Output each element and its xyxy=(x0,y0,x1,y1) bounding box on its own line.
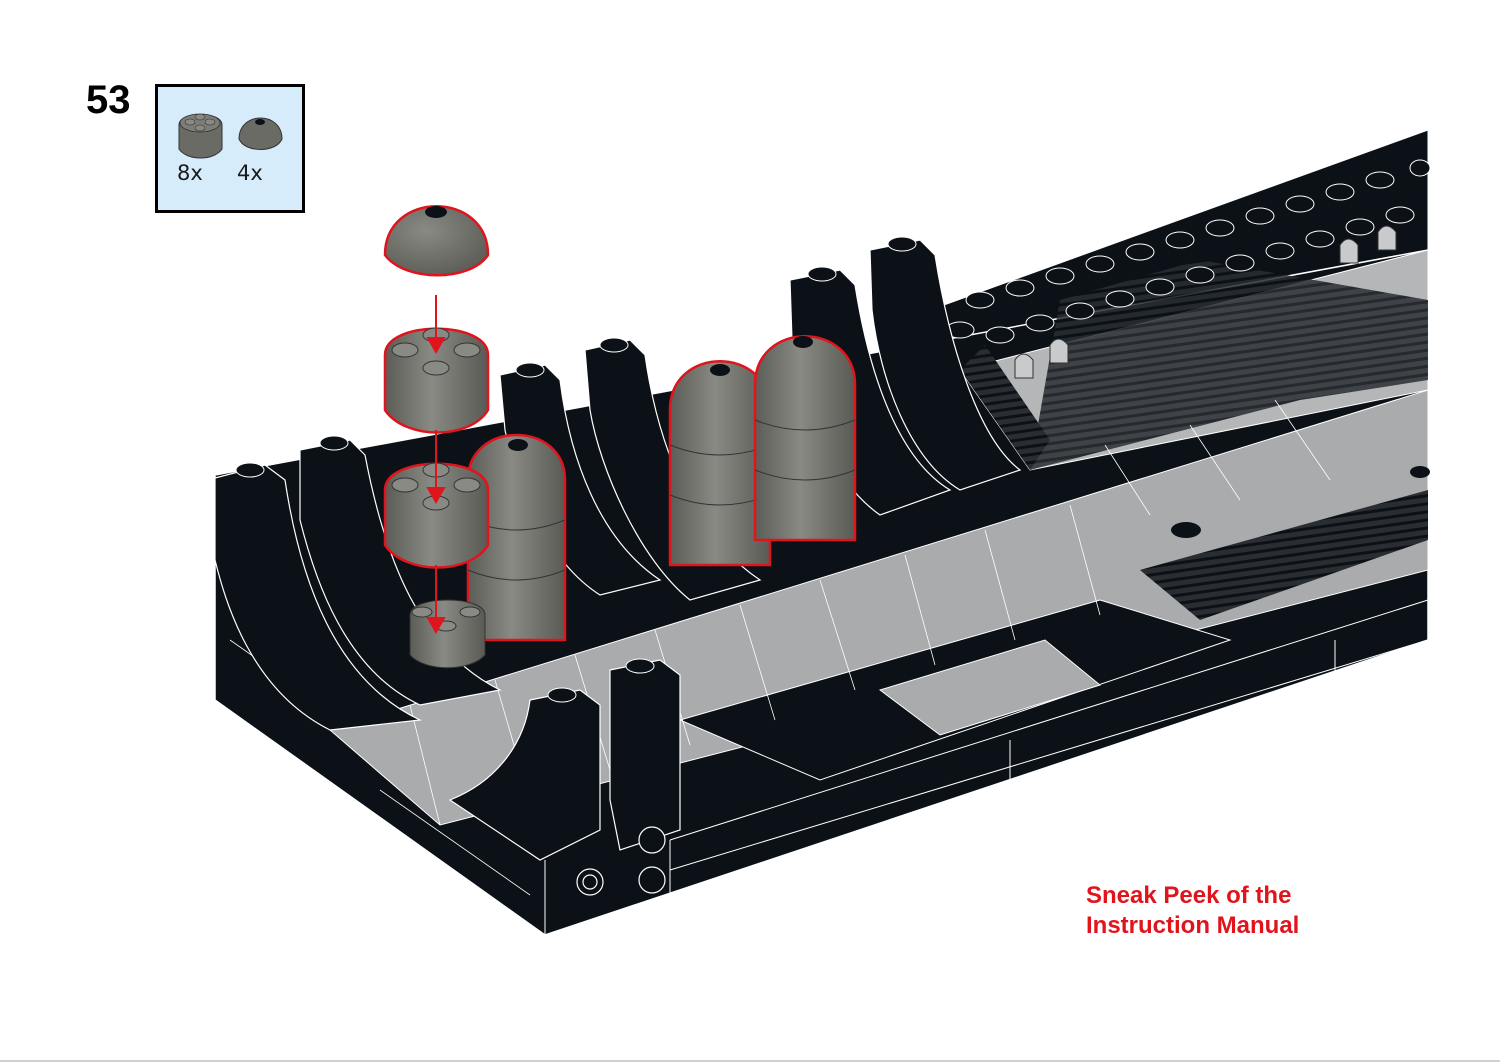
round-brick-2x2-icon xyxy=(178,113,223,159)
round-dome-2x2-icon xyxy=(238,117,283,150)
part-quantity: 4x xyxy=(237,161,263,185)
wall-studs xyxy=(945,159,1431,344)
page-bottom-divider xyxy=(0,1060,1500,1062)
falling-brick-upper xyxy=(383,327,490,434)
front-connectors xyxy=(576,826,666,896)
falling-dome xyxy=(383,205,490,294)
sneak-peek-notice: Sneak Peek of the Instruction Manual xyxy=(1086,881,1299,941)
falling-brick-lower xyxy=(383,462,490,569)
exploded-assembly xyxy=(383,205,490,669)
part-quantity: 8x xyxy=(177,161,203,185)
tank-left xyxy=(466,433,567,642)
parts-illustrations xyxy=(178,113,283,159)
sneak-peek-line-2: Instruction Manual xyxy=(1086,912,1300,939)
arch-studs xyxy=(235,236,917,703)
step-number: 53 xyxy=(86,78,131,122)
placed-tanks xyxy=(466,335,857,642)
assembly-arrows xyxy=(426,295,446,635)
parts-list-panel: 8x 4x xyxy=(155,84,305,213)
sneak-peek-line-1: Sneak Peek of the xyxy=(1086,882,1292,909)
tank-right xyxy=(753,335,857,542)
base-brick xyxy=(409,599,486,669)
tile-floor xyxy=(328,225,1430,826)
